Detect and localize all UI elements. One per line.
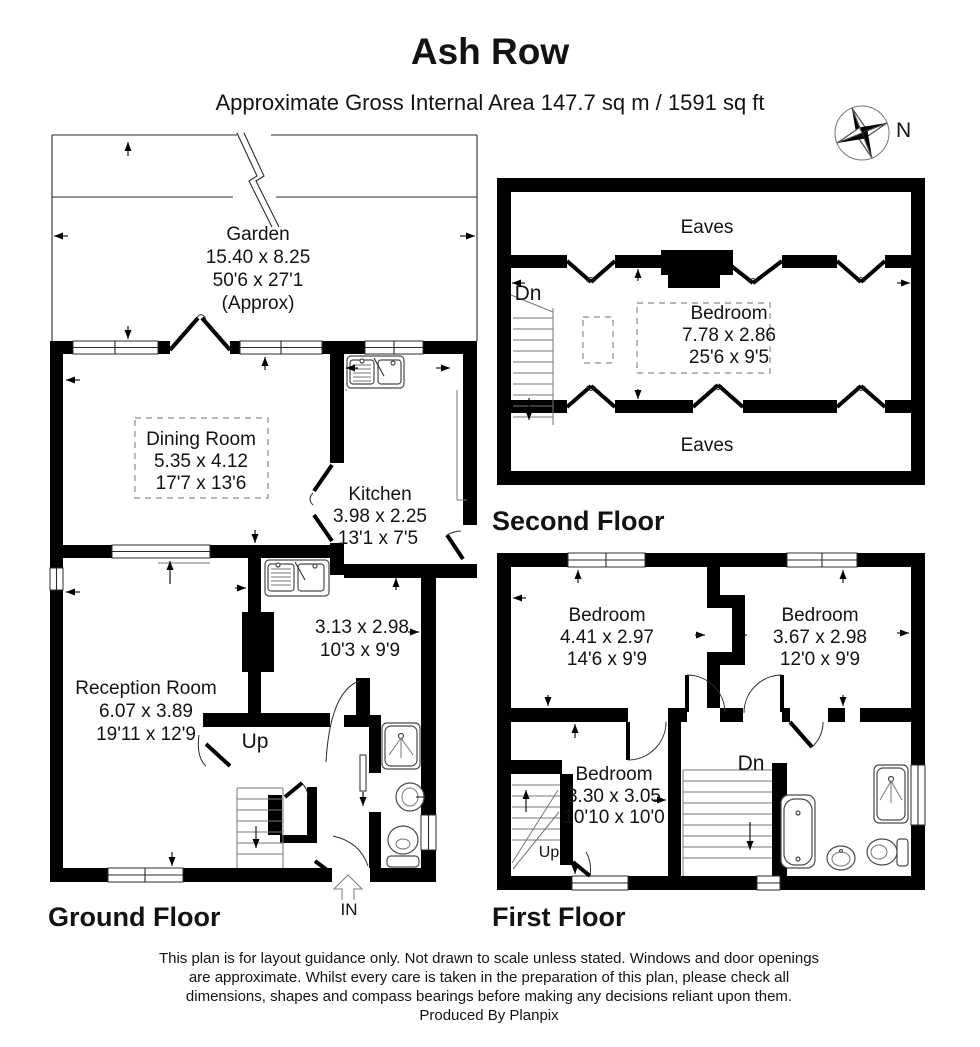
garden-imperial: 50'6 x 27'1 bbox=[213, 270, 304, 291]
page-subtitle: Approximate Gross Internal Area 147.7 sq… bbox=[215, 90, 764, 115]
kitchen-label: Kitchen 3.98 x 2.25 13'1 x 7'5 bbox=[333, 484, 427, 549]
wc-basin-icon bbox=[395, 782, 425, 812]
garden-label: Garden 15.40 x 8.25 50'6 x 27'1 (Approx) bbox=[206, 224, 311, 314]
first-floor-stairs-up bbox=[511, 784, 560, 870]
stairs-down-label-first: Dn bbox=[738, 752, 765, 775]
shower-icon-first-floor bbox=[873, 764, 909, 824]
bedroom2-label: Bedroom 3.67 x 2.98 12'0 x 9'9 bbox=[773, 605, 867, 670]
dining-room-imperial: 17'7 x 13'6 bbox=[156, 473, 247, 494]
stairs-up-label: Up bbox=[242, 730, 269, 753]
bedroom1-name: Bedroom bbox=[568, 605, 645, 626]
ground-floor-plan: Garden 15.40 x 8.25 50'6 x 27'1 (Approx) bbox=[48, 132, 478, 932]
ground-floor-stairs-up bbox=[236, 787, 284, 868]
eaves-bottom-label: Eaves bbox=[681, 435, 734, 456]
footer-disclaimer: This plan is for layout guidance only. N… bbox=[159, 950, 819, 1024]
bedroom3-label: Bedroom 3.30 x 3.05 10'10 x 10'0 bbox=[563, 764, 664, 828]
inner-room-imperial: 10'3 x 9'9 bbox=[320, 640, 400, 661]
reception-room-label: Reception Room 6.07 x 3.89 19'11 x 12'9 bbox=[75, 678, 217, 745]
basin-icon-first-floor bbox=[826, 845, 856, 871]
entrance-arrow-icon: IN bbox=[332, 874, 364, 919]
bath-icon bbox=[780, 794, 816, 869]
garden-outline bbox=[51, 132, 478, 341]
footer-line2: are approximate. Whilst every care is ta… bbox=[189, 969, 789, 986]
bedroom-metric: 7.78 x 2.86 bbox=[682, 325, 776, 346]
garden-name: Garden bbox=[226, 224, 289, 245]
bedroom1-imperial: 14'6 x 9'9 bbox=[567, 649, 647, 670]
sloped-ceiling-marks bbox=[565, 259, 887, 409]
bedroom-name: Bedroom bbox=[690, 303, 767, 324]
entrance-label: IN bbox=[341, 900, 358, 919]
toilet-icon bbox=[386, 825, 420, 868]
header: Ash Row Approximate Gross Internal Area … bbox=[215, 31, 764, 115]
compass-north-label: N bbox=[896, 119, 911, 142]
kitchen-sink-icon bbox=[345, 355, 467, 501]
ground-floor-doors bbox=[168, 314, 465, 875]
bedroom2-imperial: 12'0 x 9'9 bbox=[780, 649, 860, 670]
first-floor-plan: Bedroom 4.41 x 2.97 14'6 x 9'9 Bedroom 3… bbox=[492, 552, 926, 932]
reception-room-name: Reception Room bbox=[75, 678, 217, 699]
dining-room-label: Dining Room 5.35 x 4.12 17'7 x 13'6 bbox=[146, 429, 256, 494]
utility-sink-icon bbox=[264, 559, 330, 597]
first-floor-windows bbox=[567, 552, 926, 891]
eaves-top-label: Eaves bbox=[681, 217, 734, 238]
kitchen-name: Kitchen bbox=[348, 484, 411, 505]
second-floor-bedroom-label: Bedroom 7.78 x 2.86 25'6 x 9'5 bbox=[682, 303, 776, 368]
first-floor-label: First Floor bbox=[492, 902, 626, 932]
second-floor-label: Second Floor bbox=[492, 506, 665, 536]
bedroom3-imperial: 10'10 x 10'0 bbox=[563, 807, 664, 828]
bedroom-imperial: 25'6 x 9'5 bbox=[689, 347, 769, 368]
stairs-down-label: Dn bbox=[515, 282, 542, 305]
first-floor-stairs-down bbox=[682, 769, 772, 876]
toilet-icon-first-floor bbox=[866, 838, 909, 867]
dining-room-dashed-box bbox=[134, 417, 269, 499]
bedroom-dashed-box bbox=[636, 302, 771, 374]
kitchen-imperial: 13'1 x 7'5 bbox=[338, 528, 418, 549]
footer-line3: dimensions, shapes and compass bearings … bbox=[186, 988, 792, 1005]
dining-room-metric: 5.35 x 4.12 bbox=[154, 451, 248, 472]
first-floor-dimension-arrows bbox=[513, 570, 909, 874]
kitchen-metric: 3.98 x 2.25 bbox=[333, 506, 427, 527]
bedroom2-metric: 3.67 x 2.98 bbox=[773, 627, 867, 648]
bedroom3-metric: 3.30 x 3.05 bbox=[567, 786, 661, 807]
sliding-door-icon bbox=[359, 754, 367, 792]
bedroom3-name: Bedroom bbox=[575, 764, 652, 785]
footer-credit: Produced By Planpix bbox=[419, 1007, 559, 1024]
garden-metric: 15.40 x 8.25 bbox=[206, 247, 311, 268]
page-title: Ash Row bbox=[411, 31, 570, 72]
ground-floor-dimension-arrows bbox=[54, 142, 475, 866]
first-floor-walls bbox=[497, 553, 925, 890]
ground-floor-label: Ground Floor bbox=[48, 902, 221, 932]
second-floor-walls bbox=[497, 178, 925, 485]
garden-break-icon bbox=[236, 132, 280, 228]
bedroom1-metric: 4.41 x 2.97 bbox=[560, 627, 654, 648]
second-floor-stairs-down bbox=[510, 294, 554, 425]
compass-icon: N bbox=[834, 105, 911, 161]
inner-room-metric: 3.13 x 2.98 bbox=[315, 617, 409, 638]
stairs-up-label-first: Up bbox=[539, 844, 560, 861]
second-floor-plan: Dn Eaves Bedroom 7.78 x 2.86 25'6 x 9'5 … bbox=[492, 178, 925, 536]
bedroom2-name: Bedroom bbox=[781, 605, 858, 626]
footer-line1: This plan is for layout guidance only. N… bbox=[159, 950, 819, 967]
reception-room-imperial: 19'11 x 12'9 bbox=[96, 724, 196, 745]
reception-room-metric: 6.07 x 3.89 bbox=[99, 701, 193, 722]
shower-icon bbox=[381, 722, 421, 770]
rooflight-dashed-box bbox=[582, 316, 614, 364]
bedroom1-label: Bedroom 4.41 x 2.97 14'6 x 9'9 bbox=[560, 605, 654, 670]
inner-room-label: 3.13 x 2.98 10'3 x 9'9 bbox=[315, 617, 409, 661]
first-floor-doors bbox=[571, 674, 824, 878]
second-floor-dimension-arrows bbox=[512, 269, 910, 399]
garden-approx: (Approx) bbox=[222, 293, 295, 314]
ground-floor-walls bbox=[50, 341, 477, 882]
dining-room-name: Dining Room bbox=[146, 429, 256, 450]
ground-floor-windows bbox=[49, 340, 437, 883]
